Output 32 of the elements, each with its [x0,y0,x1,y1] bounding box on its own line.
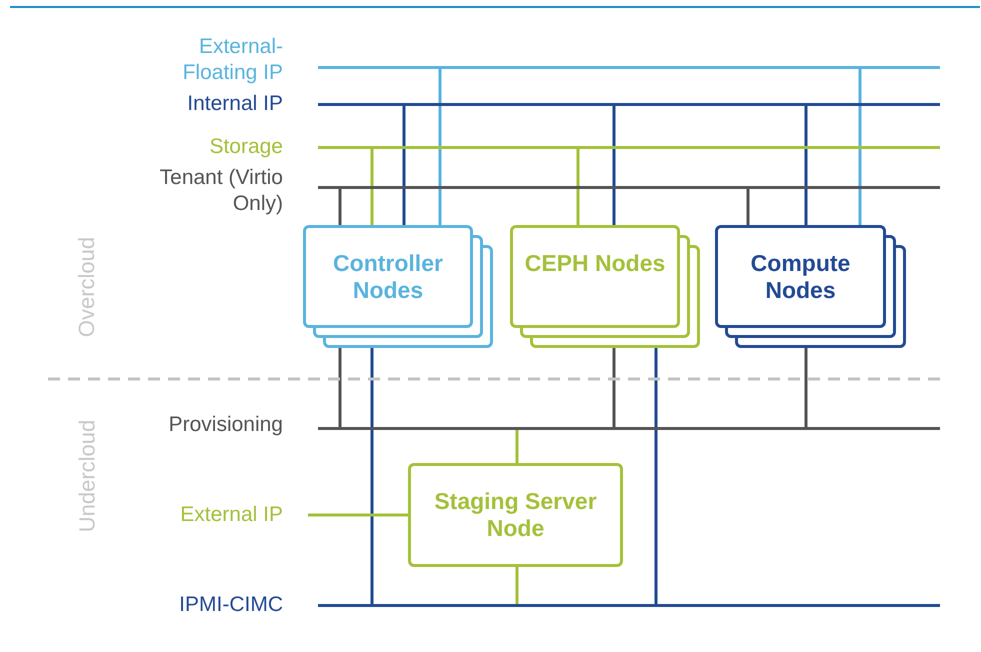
network-label: External IP [133,502,308,528]
network-label: Provisioning [168,412,283,438]
server-box [408,463,623,567]
network-label: Internal IP [186,91,283,117]
node-label: Controller Nodes [332,250,444,304]
connector-line [612,348,616,428]
connector-line [654,348,658,605]
connector-line [338,187,342,225]
connector-line [516,567,518,605]
connector-line [402,104,406,225]
network-label: Storage [208,134,283,160]
stacked-server-cards [715,225,906,348]
connector-line [746,187,750,225]
node-label: CEPH Nodes [524,250,666,276]
connector-line [804,104,808,225]
connector-line [308,514,408,516]
connector-line [612,104,616,225]
node-label: Staging Server Node [433,488,598,542]
connector-line [370,348,374,605]
network-label: Tenant (Virtio Only) [158,165,283,217]
network-label: External-Floating IP [182,34,283,86]
connector-line [576,147,580,225]
connector-line [804,348,808,428]
connector-line [370,147,374,225]
connector-line [516,428,518,463]
connector-line [438,67,442,225]
network-label: IPMI-CIMC [178,592,283,618]
stacked-server-cards [510,225,700,348]
connector-line [338,348,342,428]
node-label: Compute Nodes [750,250,852,304]
stacked-server-cards [303,225,493,348]
connector-line [858,67,862,225]
